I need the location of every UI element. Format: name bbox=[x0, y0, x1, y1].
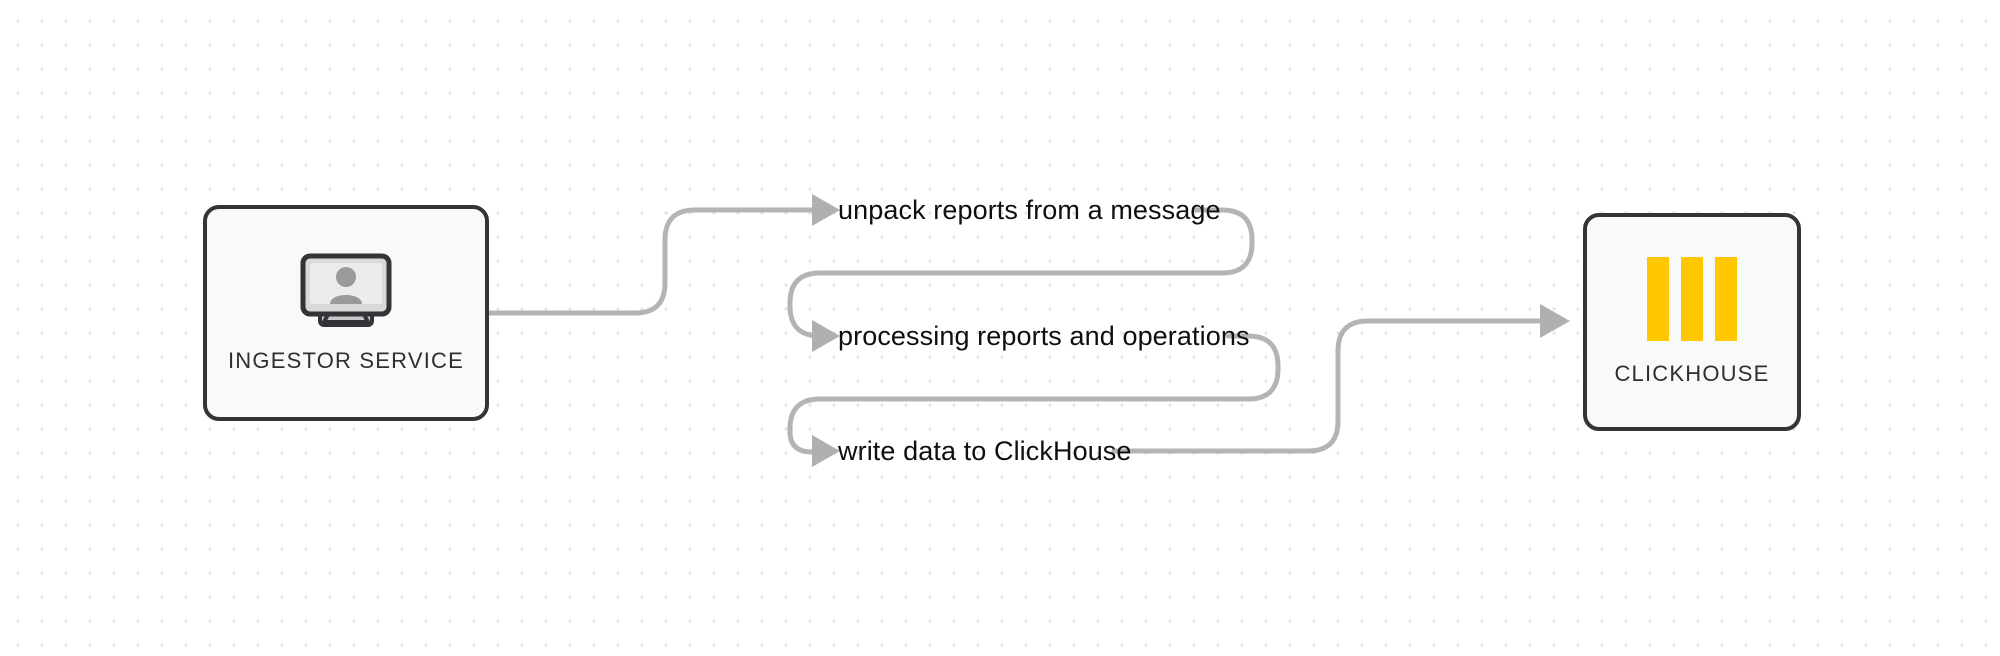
edge-path-1 bbox=[486, 207, 815, 316]
edge-arrowhead-1 bbox=[812, 194, 840, 226]
clickhouse-bar-1 bbox=[1647, 257, 1669, 341]
clickhouse-bar-2 bbox=[1681, 257, 1703, 341]
node-clickhouse-label: CLICKHOUSE bbox=[1614, 361, 1770, 386]
clickhouse-logo-icon bbox=[1647, 257, 1737, 341]
edge-arrowhead-2 bbox=[812, 320, 840, 352]
edge-path-1-return bbox=[787, 207, 1255, 339]
node-ingestor-service-label: INGESTOR SERVICE bbox=[228, 348, 464, 373]
edge-path-3 bbox=[1111, 318, 1543, 454]
edge-arrowhead-clickhouse bbox=[1540, 304, 1570, 338]
node-ingestor-service[interactable]: INGESTOR SERVICE bbox=[203, 205, 489, 421]
clickhouse-bar-3 bbox=[1715, 257, 1737, 341]
edge-arrowhead-3 bbox=[812, 435, 840, 467]
edge-label-processing-reports: processing reports and operations bbox=[838, 321, 1250, 351]
monitor-user-icon bbox=[298, 252, 394, 332]
node-clickhouse[interactable]: CLICKHOUSE bbox=[1583, 213, 1801, 431]
edge-label-write-data: write data to ClickHouse bbox=[838, 436, 1132, 466]
edge-path-2-return bbox=[787, 333, 1281, 455]
edge-label-unpack-reports: unpack reports from a message bbox=[838, 195, 1221, 225]
